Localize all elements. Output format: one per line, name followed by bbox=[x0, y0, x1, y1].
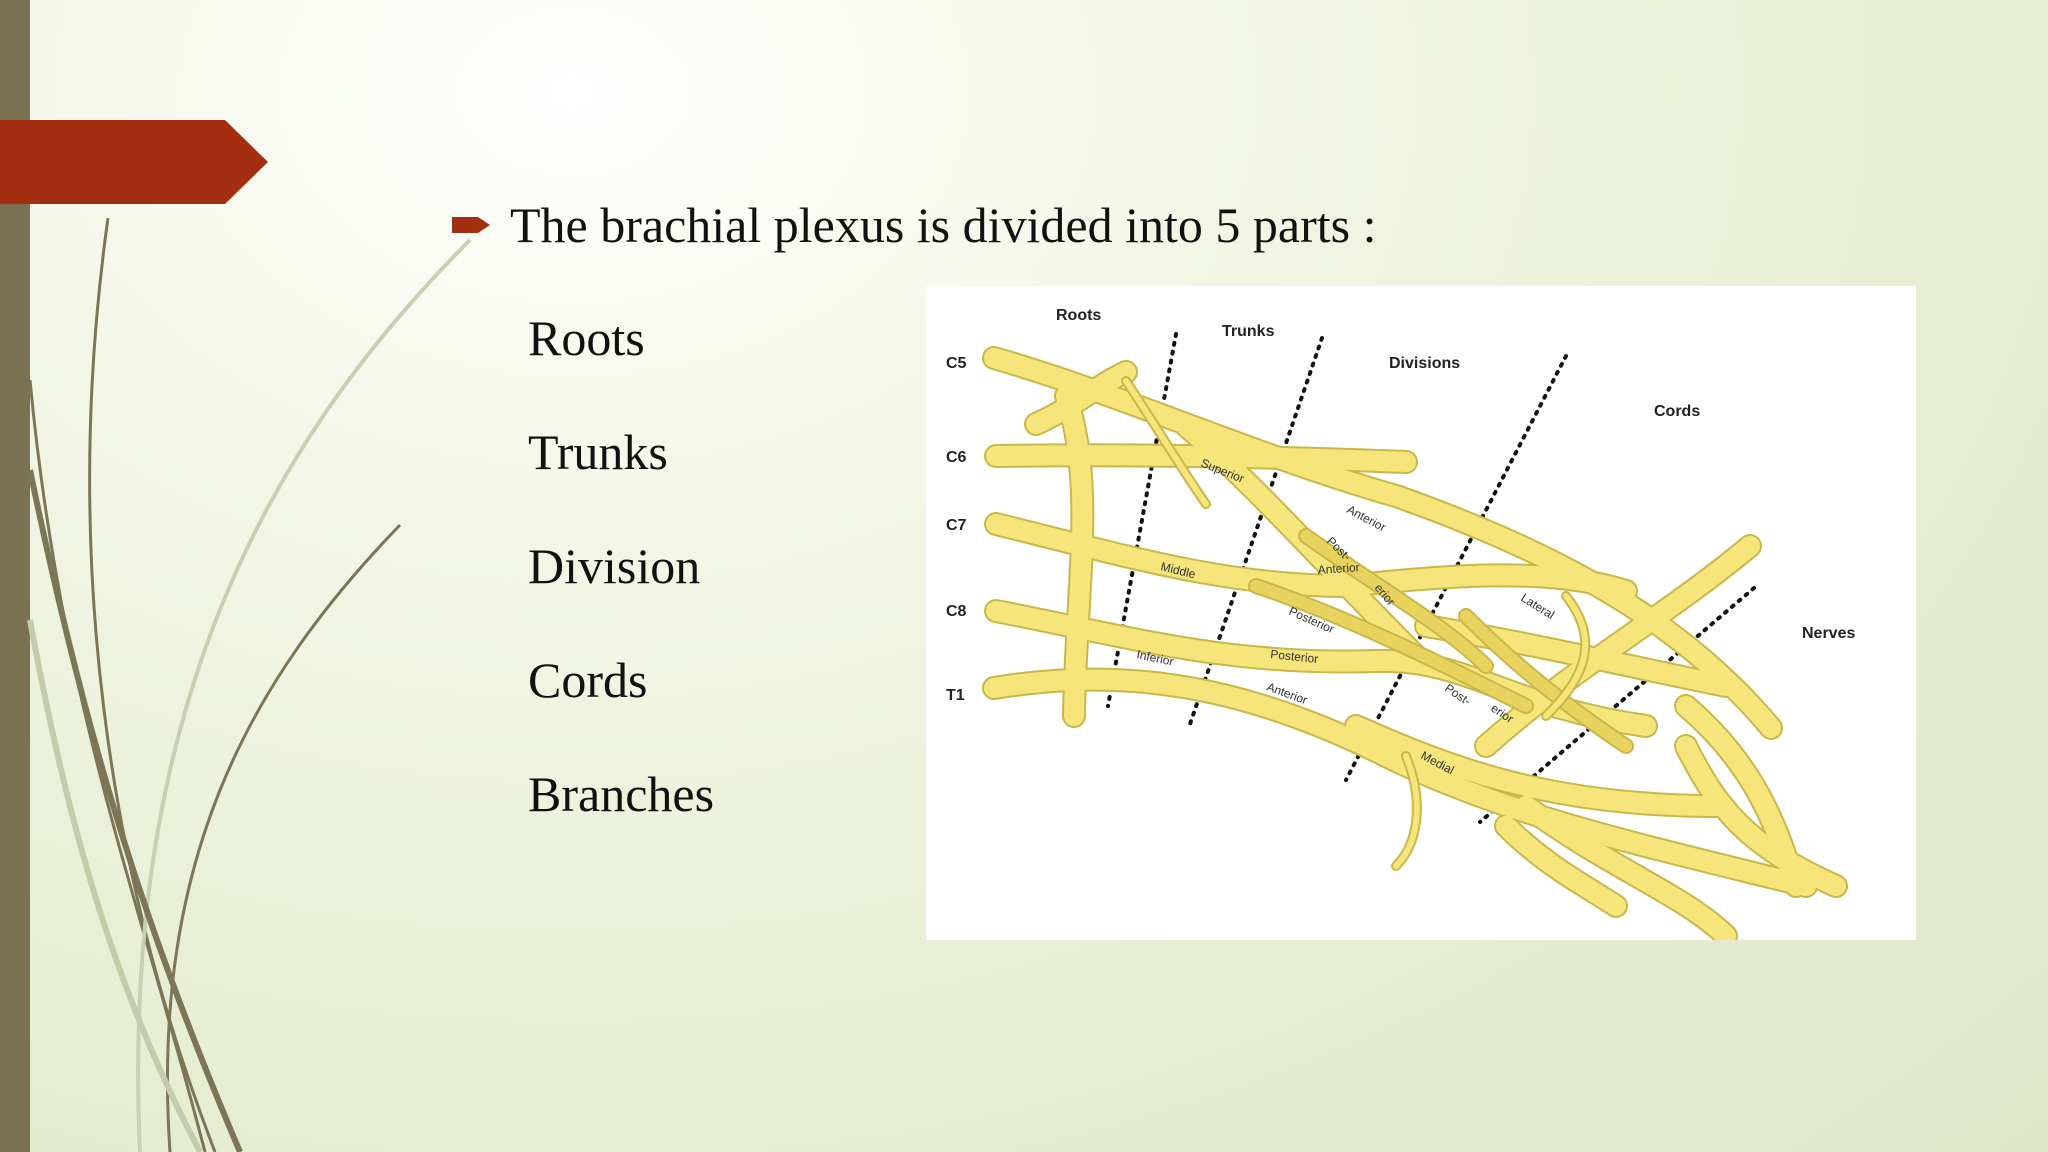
part-item-branches: Branches bbox=[528, 766, 715, 822]
label-c7: C7 bbox=[946, 517, 967, 534]
label-cords: Cords bbox=[1654, 403, 1700, 420]
slide-heading: The brachial plexus is divided into 5 pa… bbox=[510, 197, 1377, 253]
label-t1: T1 bbox=[946, 687, 965, 704]
label-anterior-upper: Anterior bbox=[1345, 502, 1389, 534]
label-c8: C8 bbox=[946, 603, 967, 620]
parts-list: Roots Trunks Division Cords Branches bbox=[528, 304, 714, 874]
label-anterior-middle: Anterior bbox=[1317, 560, 1360, 577]
arrow-bullet-icon bbox=[452, 217, 490, 233]
part-item-trunks: Trunks bbox=[528, 424, 668, 480]
part-item-roots: Roots bbox=[528, 310, 645, 366]
plexus-illustration: Roots Trunks Divisions Cords Nerves C5 C… bbox=[946, 307, 1855, 940]
label-c6: C6 bbox=[946, 449, 967, 466]
label-trunks: Trunks bbox=[1222, 323, 1275, 340]
label-divisions: Divisions bbox=[1389, 355, 1460, 372]
label-posterior-lower: Posterior bbox=[1270, 647, 1319, 666]
label-c5: C5 bbox=[946, 355, 967, 372]
label-lateral: Lateral bbox=[1518, 591, 1557, 622]
label-nerves: Nerves bbox=[1802, 625, 1855, 642]
brachial-plexus-diagram: Roots Trunks Divisions Cords Nerves C5 C… bbox=[926, 286, 1916, 940]
part-item-cords: Cords bbox=[528, 652, 648, 708]
nerve-bundles bbox=[982, 346, 1848, 940]
part-item-division: Division bbox=[528, 538, 701, 594]
title-row: The brachial plexus is divided into 5 pa… bbox=[452, 196, 1376, 254]
title-marker-arrow bbox=[0, 120, 268, 204]
label-roots: Roots bbox=[1056, 307, 1101, 324]
